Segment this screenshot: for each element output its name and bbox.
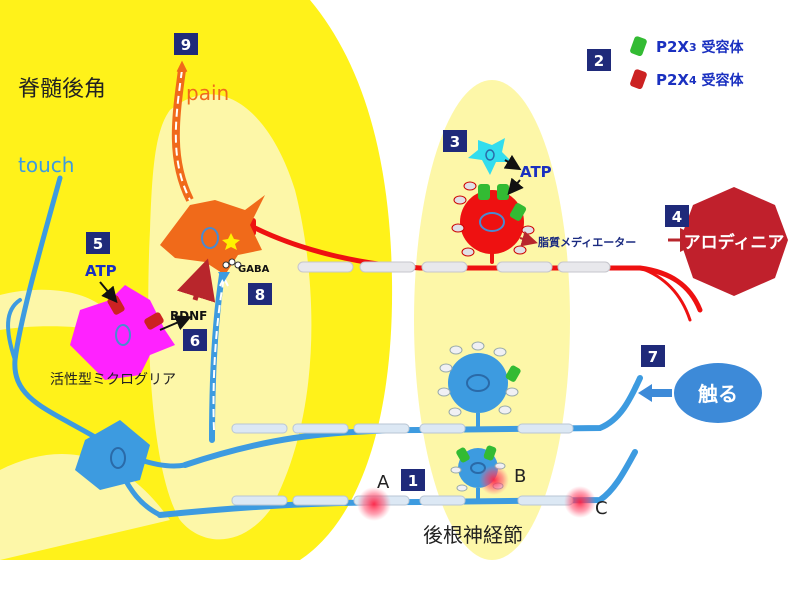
drg-blue-cell-large	[437, 341, 521, 430]
svg-text:1: 1	[408, 472, 418, 490]
label-touch-action: 触る	[698, 382, 738, 406]
gaba-vesicles-icon	[222, 258, 242, 269]
atp-arrow-microglia	[99, 281, 118, 304]
legend-p2x4: P2X4 受容体	[656, 71, 745, 89]
label-point-b: B	[514, 466, 526, 487]
badge-2: 2	[587, 49, 611, 71]
star-icon	[222, 233, 240, 250]
gaba-terminal	[218, 272, 230, 282]
svg-text:8: 8	[255, 286, 265, 304]
p2x3-legend-icon	[630, 36, 647, 57]
touch-action-ellipse	[674, 363, 762, 423]
atp-arrow-to-cell	[507, 177, 524, 196]
svg-text:4: 4	[672, 208, 682, 226]
badge-4: 4	[665, 205, 689, 227]
label-drg: 後根神経節	[423, 523, 523, 547]
label-dorsal-horn: 脊髄後角	[18, 77, 106, 102]
lipid-arrow	[519, 231, 538, 247]
label-point-c: C	[595, 498, 608, 519]
label-allodynia: アロディニア	[684, 232, 785, 253]
glow-a	[357, 487, 391, 521]
badge-6: 6	[183, 329, 207, 351]
label-microglia: 活性型ミクログリア	[50, 372, 176, 388]
badge-1: 1	[401, 469, 425, 491]
label-atp-drg: ATP	[520, 163, 552, 181]
myelin-segments-red	[297, 261, 611, 273]
badge-7: 7	[641, 345, 665, 367]
cyan-cell	[468, 138, 512, 175]
label-gaba: GABA	[238, 264, 270, 275]
svg-text:6: 6	[190, 332, 200, 350]
legend-p2x3: P2X3 受容体	[656, 38, 745, 56]
label-lipid-mediator: 脂質メディエーター	[537, 235, 636, 249]
touch-neuron-soma	[75, 420, 150, 490]
badge-5: 5	[86, 232, 110, 254]
pain-neuron	[160, 60, 265, 303]
badge-3: 3	[443, 130, 467, 152]
label-bdnf: BDNF	[170, 309, 207, 323]
badge-9: 9	[174, 33, 198, 55]
svg-text:9: 9	[181, 36, 191, 54]
svg-text:5: 5	[93, 235, 103, 253]
label-touch: touch	[18, 153, 74, 177]
bdnf-arrow	[159, 315, 192, 331]
glow-b	[479, 465, 509, 495]
label-point-a: A	[377, 472, 390, 493]
p2x4-legend-icon	[630, 69, 647, 90]
allodynia-hexagon	[680, 187, 788, 296]
myelin-segments-blue	[231, 423, 574, 506]
label-atp-microglia: ATP	[85, 262, 117, 280]
badge-8: 8	[248, 283, 272, 305]
svg-text:3: 3	[450, 133, 460, 151]
atp-arrow-drg	[503, 154, 522, 171]
glow-c	[564, 486, 596, 518]
svg-text:2: 2	[594, 52, 604, 70]
microglia-cell	[70, 285, 175, 380]
svg-text:7: 7	[648, 348, 658, 366]
touch-action-arrowhead	[638, 384, 652, 402]
drg-ellipse	[414, 80, 570, 560]
drg-red-cell	[451, 181, 535, 257]
label-pain: pain	[186, 81, 229, 105]
